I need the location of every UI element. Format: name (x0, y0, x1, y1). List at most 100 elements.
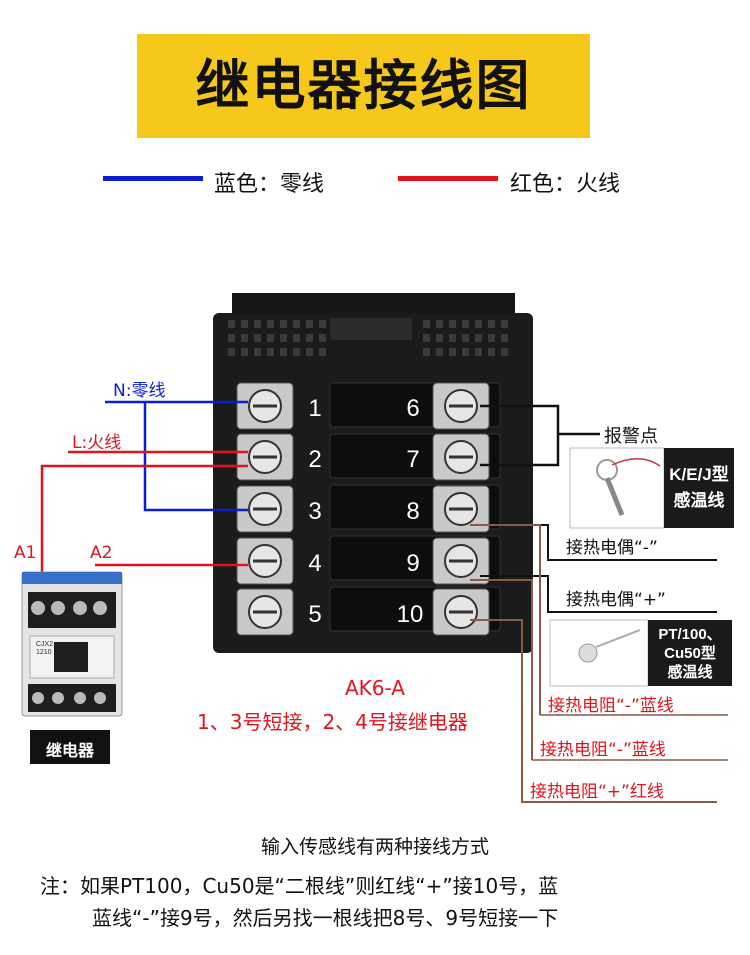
rtd-minus-blue-label-2: 接热电阻“-”蓝线 (540, 740, 666, 760)
vent-slot (254, 334, 261, 342)
relay-a1-label: A1 (14, 543, 37, 563)
vent-slot (488, 334, 495, 342)
vent-slot (423, 334, 430, 342)
thermocouple-type-line1: K/E/J型 (669, 464, 729, 484)
relay-a2-label: A2 (90, 543, 113, 563)
vent-slot (280, 348, 287, 356)
vent-slot (241, 320, 248, 328)
vent-slot (293, 320, 300, 328)
vent-slot (254, 348, 261, 356)
terminal-label-8: 8 (406, 498, 419, 525)
terminal-label-3: 3 (308, 498, 321, 525)
thermocouple-minus-label: 接热电偶“-” (566, 538, 658, 558)
footer-note-line2: 蓝线“-”接9号，然后另找一根线把8号、9号短接一下 (92, 906, 559, 930)
relay-model-line2: 1210 (36, 649, 52, 656)
vent-slot (475, 348, 482, 356)
vent-slot (423, 348, 430, 356)
vent-slot (293, 334, 300, 342)
terminal-label-6: 6 (406, 395, 419, 422)
vent-slot (462, 320, 469, 328)
terminal-screw-7 (432, 433, 490, 481)
vent-slot (449, 320, 456, 328)
vent-slot (462, 348, 469, 356)
vent-slot (501, 320, 508, 328)
terminal-screw-10 (432, 588, 490, 636)
vent-slot (449, 334, 456, 342)
terminal-label-1: 1 (308, 395, 321, 422)
vent-slot (280, 320, 287, 328)
relay-caption: 继电器 (45, 741, 94, 760)
vent-slot (228, 334, 235, 342)
vent-slot (423, 320, 430, 328)
vent-slot (436, 320, 443, 328)
relay-model-line1: CJX2 (36, 641, 53, 648)
vent-slot (254, 320, 261, 328)
thermocouple-plus-label: 接热电偶“+” (566, 590, 666, 610)
vent-slot (488, 320, 495, 328)
rtd-plus-red-label: 接热电阻“+”红线 (530, 782, 664, 802)
neutral-wire (105, 400, 248, 512)
footer-heading: 输入传感线有两种接线方式 (260, 836, 489, 858)
neutral-label: N:零线 (113, 381, 166, 401)
vent-slot (306, 334, 313, 342)
vent-slot (501, 334, 508, 342)
legend-red-line (398, 176, 498, 181)
vent-slot (241, 348, 248, 356)
rtd-wires (470, 524, 717, 803)
vent-slot (319, 334, 326, 342)
rtd-type-line3: 感温线 (667, 663, 712, 681)
live-label: L:火线 (72, 433, 122, 453)
alarm-label: 报警点 (604, 426, 658, 447)
vent-slot (436, 334, 443, 342)
legend-blue-line (103, 176, 203, 181)
page-title: 继电器接线图 (195, 54, 532, 117)
model-note: 1、3号短接，2、4号接继电器 (197, 710, 468, 734)
terminal-screw-8 (432, 485, 490, 533)
model-name: AK6-A (345, 676, 405, 700)
vent-slot (293, 348, 300, 356)
terminal-label-5: 5 (308, 601, 321, 628)
vent-slot (280, 334, 287, 342)
vent-slot (267, 334, 274, 342)
vent-slot (475, 334, 482, 342)
terminal-screw-3 (236, 485, 294, 533)
vent-slot (319, 320, 326, 328)
terminal-label-10: 10 (397, 601, 424, 628)
vent-slot (306, 348, 313, 356)
terminal-screw-5 (236, 588, 294, 636)
vent-slot (462, 334, 469, 342)
rtd-type-line1: PT/100、 (658, 626, 721, 643)
thermocouple-type-line2: 感温线 (674, 490, 725, 510)
vent-slot (228, 320, 235, 328)
terminal-label-7: 7 (406, 446, 419, 473)
terminal-label-9: 9 (406, 550, 419, 577)
relay-image (21, 571, 123, 764)
live-wire (40, 450, 248, 572)
vent-slot (436, 348, 443, 356)
vent-slot (488, 348, 495, 356)
terminal-screw-2 (236, 433, 294, 481)
vent-slot (449, 348, 456, 356)
title-banner: 继电器接线图 (137, 34, 590, 138)
legend-blue-label: 蓝色：零线 (214, 172, 325, 197)
vent-slot (306, 320, 313, 328)
rtd-type-line2: Cu50型 (664, 644, 716, 662)
footer-note-line1: 注：如果PT100，Cu50是“二根线”则红线“+”接10号，蓝 (40, 874, 559, 898)
vent-slot (319, 348, 326, 356)
terminal-label-2: 2 (308, 446, 321, 473)
terminal-screw-1 (236, 382, 294, 430)
vent-slot (228, 348, 235, 356)
vent-slot (501, 348, 508, 356)
legend-red-label: 红色：火线 (510, 172, 621, 197)
alarm-wire (480, 404, 600, 467)
terminal-screw-6 (432, 382, 490, 430)
vent-slot (241, 334, 248, 342)
rtd-minus-blue-label-1: 接热电阻“-”蓝线 (548, 696, 674, 716)
terminal-screw-4 (236, 537, 294, 585)
vent-slot (267, 348, 274, 356)
terminal-screw-9 (432, 537, 490, 585)
thermocouple-sensor-image (569, 447, 734, 529)
terminal-label-4: 4 (308, 550, 321, 577)
vent-slot (267, 320, 274, 328)
